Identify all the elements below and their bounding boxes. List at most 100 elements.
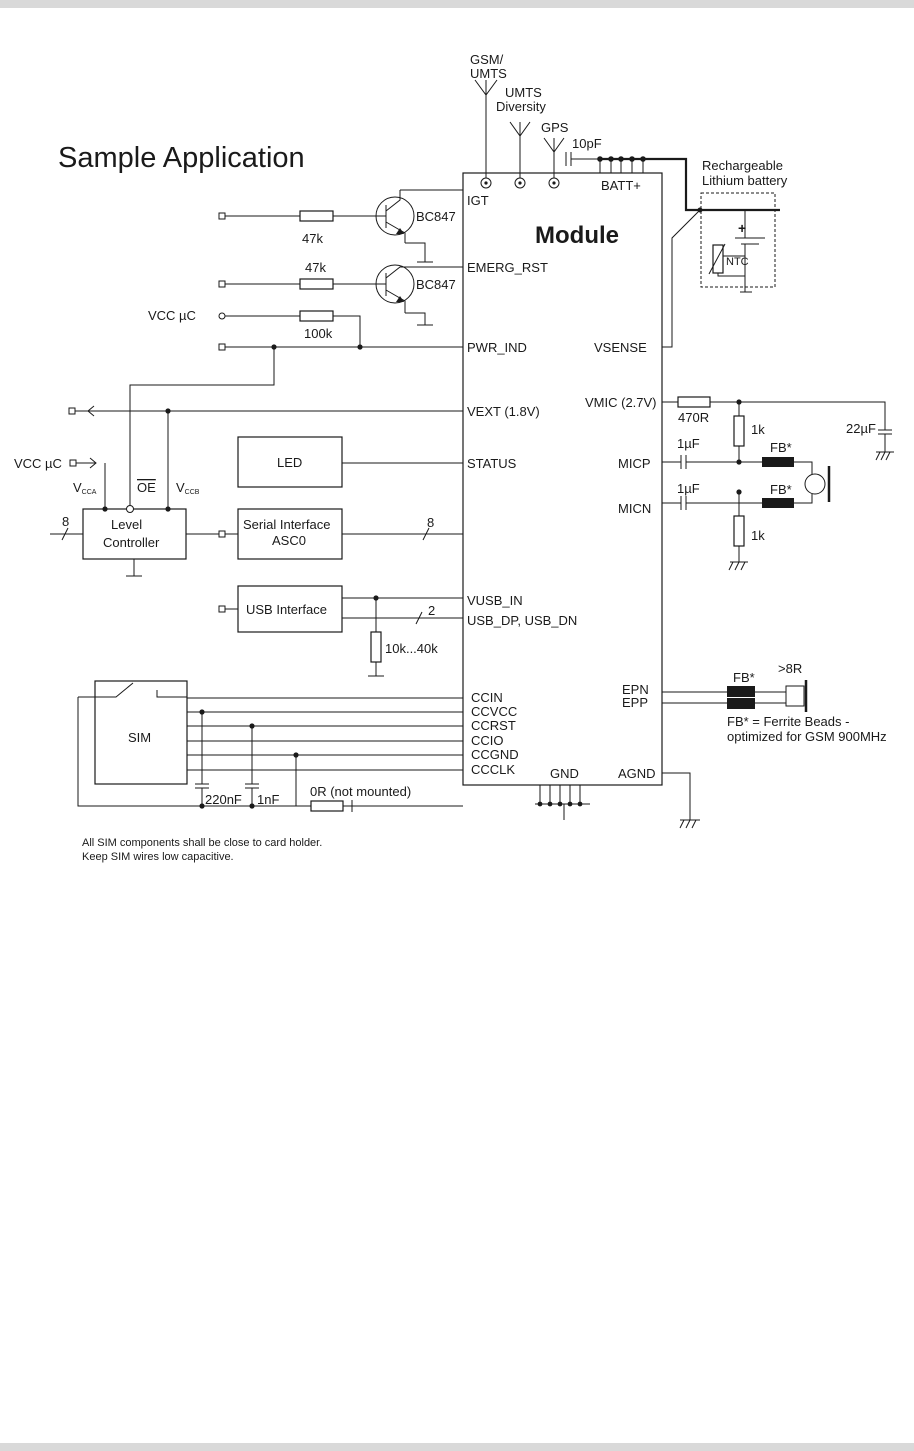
battery-plus: + — [738, 220, 746, 236]
diagram-title: Sample Application — [58, 142, 305, 174]
note-line-1: All SIM components shall be close to car… — [82, 837, 322, 849]
pin-vsense: VSENSE — [594, 340, 647, 355]
antenna-gsm-umts — [474, 79, 498, 189]
vcc-uc-2-label: VCC µC — [14, 456, 62, 471]
cap-22uf-label: 22µF — [846, 421, 876, 436]
antenna-gps-label: GPS — [541, 120, 569, 135]
ntc-label: NTC — [726, 256, 749, 268]
oe-label: OE — [137, 480, 156, 495]
speaker-circuit — [662, 680, 808, 712]
vccb-label: VCCB — [176, 480, 200, 496]
resistor-1k-2-label: 1k — [751, 528, 765, 543]
emerg-rst-circuit — [218, 264, 463, 326]
sim-label: SIM — [128, 730, 151, 745]
antenna-gps — [543, 137, 565, 189]
pin-pwr-ind: PWR_IND — [467, 340, 527, 355]
battery-label-1: Rechargeable — [702, 158, 783, 173]
pin-vmic: VMIC (2.7V) — [585, 395, 657, 410]
pwr-ind-circuit — [129, 310, 463, 509]
ferrite-note-line-1: FB* = Ferrite Beads - — [727, 714, 849, 729]
pin-igt: IGT — [467, 193, 489, 208]
oe-pin-circle — [126, 505, 134, 513]
pin-gnd: GND — [550, 766, 579, 781]
module-box — [462, 172, 663, 786]
cap-10pf-label: 10pF — [572, 136, 602, 151]
battery-outline — [700, 192, 776, 288]
pin-ccclk: CCCLK — [471, 762, 515, 777]
pin-ccrst: CCRST — [471, 718, 516, 733]
vsense-line — [662, 209, 701, 348]
pin-vusb-in: VUSB_IN — [467, 593, 523, 608]
pin-status: STATUS — [467, 456, 517, 471]
level-controller-label-2: Controller — [103, 535, 160, 550]
ferrite-bead-1-label: FB* — [770, 440, 792, 455]
antenna-diversity-label-2: Diversity — [496, 99, 546, 114]
usb-interface-box — [237, 585, 343, 633]
pin-epp: EPP — [622, 695, 648, 710]
transistor-1-label: BC847 — [416, 209, 456, 224]
ferrite-bead-2-label: FB* — [770, 482, 792, 497]
vcca-label: VCCA — [73, 480, 97, 496]
pin-epn: EPN — [622, 682, 649, 697]
pin-batt-plus: BATT+ — [601, 178, 641, 193]
cap-1uf-1-label: 1µF — [677, 436, 700, 451]
ferrite-note-line-2: optimized for GSM 900MHz — [727, 729, 887, 744]
level-controller-label-1: Level — [111, 517, 142, 532]
pin-agnd: AGND — [618, 766, 656, 781]
bottom-border-bar — [0, 1443, 914, 1451]
vext-line — [68, 405, 463, 509]
serial-interface-label-2: ASC0 — [272, 533, 306, 548]
resistor-47k-2-label: 47k — [305, 260, 326, 275]
pin-ccin: CCIN — [471, 690, 503, 705]
microphone-circuit — [662, 455, 831, 510]
battery-label-2: Lithium battery — [702, 173, 788, 188]
level-controller-wires — [50, 527, 142, 577]
note-line-2: Keep SIM wires low capacitive. — [82, 851, 234, 863]
ferrite-bead-3-label: FB* — [733, 670, 755, 685]
led-label: LED — [277, 455, 302, 470]
antenna-umts-diversity — [509, 121, 531, 189]
speaker-label: >8R — [778, 661, 802, 676]
resistor-0r-label: 0R (not mounted) — [310, 784, 411, 799]
cap-220nf-label: 220nF — [205, 792, 242, 807]
vmic-circuit — [662, 396, 894, 571]
serial-wires — [186, 527, 463, 541]
pin-micn: MICN — [618, 501, 651, 516]
pin-ccvcc: CCVCC — [471, 704, 517, 719]
usb-interface-label: USB Interface — [246, 602, 327, 617]
pin-vext: VEXT (1.8V) — [467, 404, 540, 419]
antenna-diversity-label-1: UMTS — [505, 85, 542, 100]
cap-1uf-2-label: 1µF — [677, 481, 700, 496]
resistor-usb-label: 10k...40k — [385, 641, 438, 656]
pin-usb-dp-dn: USB_DP, USB_DN — [467, 613, 577, 628]
agnd-ground — [662, 772, 700, 829]
resistor-47k-1-label: 47k — [302, 231, 323, 246]
bus-2-label: 2 — [428, 603, 435, 618]
led-box — [237, 436, 343, 488]
serial-interface-label-1: Serial Interface — [243, 517, 330, 532]
antenna-gsm-label-2: UMTS — [470, 66, 507, 81]
top-border-bar — [0, 0, 914, 8]
antenna-gsm-label-1: GSM/ — [470, 52, 504, 67]
sim-holder — [77, 680, 463, 812]
pin-micp: MICP — [618, 456, 651, 471]
usb-wires — [218, 595, 463, 677]
resistor-470r-label: 470R — [678, 410, 709, 425]
resistor-100k-label: 100k — [304, 326, 333, 341]
pin-ccgnd: CCGND — [471, 747, 519, 762]
igt-circuit — [218, 189, 463, 263]
module-label: Module — [535, 222, 619, 249]
transistor-2-label: BC847 — [416, 277, 456, 292]
battery-symbol — [708, 210, 765, 293]
resistor-1k-1-label: 1k — [751, 422, 765, 437]
vcc-uc-1-label: VCC µC — [148, 308, 196, 323]
gnd-bus — [535, 785, 590, 820]
pin-ccio: CCIO — [471, 733, 504, 748]
pin-emerg-rst: EMERG_RST — [467, 260, 548, 275]
bus-8-left-label: 8 — [62, 514, 69, 529]
cap-1nf-label: 1nF — [257, 792, 279, 807]
bus-8-right-label: 8 — [427, 515, 434, 530]
serial-interface-box — [237, 508, 343, 560]
vcc-uc-2-circuit — [69, 457, 106, 509]
